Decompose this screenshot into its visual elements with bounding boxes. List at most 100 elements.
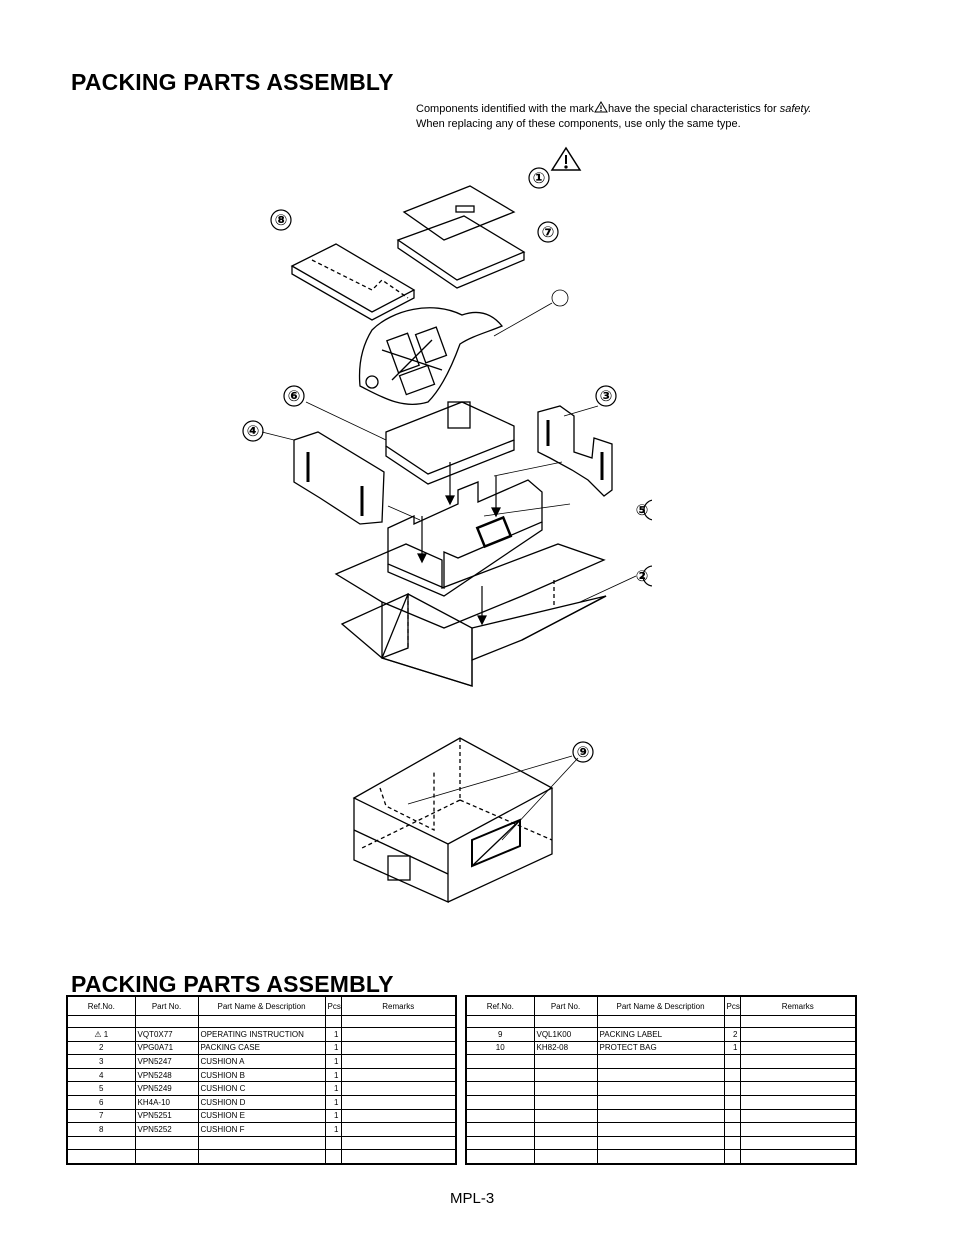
cell-remarks (739, 1027, 856, 1042)
cell-pcs (723, 1149, 740, 1165)
cell-remarks (340, 1027, 456, 1042)
cell-ref: 9 (465, 1027, 534, 1042)
safety-note-text-b: have the special characteristics for (607, 103, 777, 115)
cell-pcs: 1 (324, 1068, 341, 1083)
cell-name: CUSHION B (197, 1068, 325, 1083)
cell-part (533, 1068, 597, 1083)
protect-bag-with-unit (358, 307, 504, 406)
cushion-e (396, 215, 526, 289)
cell-name (596, 1081, 724, 1096)
cell-name: CUSHION C (197, 1081, 325, 1096)
cell-pcs-text: 2 (733, 1029, 738, 1039)
cell-name-text: OPERATING INSTRUCTION (200, 1029, 304, 1039)
table-row (465, 1122, 856, 1137)
cell-ref (465, 1054, 534, 1069)
cell-ref-text: 8 (99, 1124, 104, 1134)
callout-6: ⑥ (288, 387, 301, 405)
cell-ref-text: 6 (99, 1097, 104, 1107)
cell-pcs-text: 1 (334, 1124, 339, 1134)
col-remarks-header: Remarks (739, 996, 856, 1016)
table-row (66, 1149, 456, 1165)
cell-part-text: VQT0X77 (137, 1029, 173, 1039)
table-row (465, 1136, 856, 1151)
callout-circles (242, 167, 652, 763)
col-name-header: Part Name & Description (197, 996, 325, 1016)
cell-ref-text: 7 (99, 1111, 104, 1121)
cell-part: VQL1K00 (533, 1027, 597, 1042)
cell-ref (465, 1081, 534, 1096)
cell-ref (465, 1068, 534, 1083)
cell-remarks (739, 1109, 856, 1124)
callout-4: ④ (247, 422, 260, 440)
assembly-arrows (417, 462, 501, 626)
cell-remarks (739, 1149, 856, 1165)
cell-name: CUSHION D (197, 1095, 325, 1110)
cell-pcs-text: 1 (334, 1043, 339, 1053)
cell-ref-text: 2 (99, 1043, 104, 1053)
cell-name (596, 1095, 724, 1110)
cell-name-text: CUSHION C (200, 1084, 246, 1094)
col-part-header: Part No. (134, 996, 198, 1016)
cell-ref-text: 9 (498, 1029, 503, 1039)
cushion-b (261, 431, 385, 525)
cell-ref: 6 (66, 1095, 135, 1110)
cell-part-text: KH82-08 (536, 1043, 569, 1053)
cell-ref: 7 (66, 1109, 135, 1124)
cell-remarks (739, 1122, 856, 1137)
cell-part (533, 1095, 597, 1110)
cell-pcs: 1 (324, 1027, 341, 1042)
cell-remarks (340, 1054, 456, 1069)
cell-pcs-text: 1 (733, 1043, 738, 1053)
cell-ref-text: 10 (495, 1043, 505, 1053)
cell-ref: 10 (465, 1041, 534, 1056)
table-row (465, 1068, 856, 1083)
cushion-a (537, 405, 613, 497)
parts-list-title: PACKING PARTS ASSEMBLY (71, 971, 394, 997)
empty-cell (324, 1015, 341, 1028)
cell-part (533, 1149, 597, 1165)
cell-name (596, 1136, 724, 1151)
callout-7: ⑦ (542, 223, 555, 241)
warning-triangle-icon (594, 101, 608, 113)
cell-ref-text: 5 (99, 1084, 104, 1094)
cell-name (596, 1122, 724, 1137)
cell-name (596, 1068, 724, 1083)
table-row (465, 1054, 856, 1069)
cell-remarks (340, 1095, 456, 1110)
cell-name-text: CUSHION F (200, 1124, 245, 1134)
safety-note-text-line2: When replacing any of these components, … (416, 118, 741, 130)
cell-part: VQT0X77 (134, 1027, 198, 1042)
cell-remarks (739, 1095, 856, 1110)
cell-part: VPN5247 (134, 1054, 198, 1069)
cell-ref: 8 (66, 1122, 135, 1137)
cell-pcs: 1 (324, 1095, 341, 1110)
cell-part-text: VQL1K00 (536, 1029, 572, 1039)
cell-part (533, 1136, 597, 1151)
cell-part (533, 1081, 597, 1096)
cushion-d (305, 401, 515, 485)
cell-name (596, 1109, 724, 1124)
parts-table-left: Ref.No. Part No. Part Name & Description… (66, 995, 457, 1165)
cell-name (596, 1054, 724, 1069)
cell-pcs: 1 (324, 1081, 341, 1096)
cell-remarks (739, 1136, 856, 1151)
cell-pcs (324, 1136, 341, 1151)
table-spacer-row (66, 1015, 456, 1028)
cell-remarks (340, 1122, 456, 1137)
cell-ref (465, 1136, 534, 1151)
col-ref-header: Ref.No. (465, 996, 534, 1016)
cell-name: CUSHION E (197, 1109, 325, 1124)
col-ref-header: Ref.No. (66, 996, 135, 1016)
col-name-header: Part Name & Description (596, 996, 724, 1016)
cell-name: PACKING CASE (197, 1041, 325, 1056)
cell-name (596, 1149, 724, 1165)
cell-part (533, 1122, 597, 1137)
cell-ref: 5 (66, 1081, 135, 1096)
table-header-row: Ref.No. Part No. Part Name & Description… (465, 996, 856, 1016)
callout-5: ⑤ (636, 501, 649, 519)
cell-ref-text: 4 (99, 1070, 104, 1080)
cell-pcs (723, 1122, 740, 1137)
empty-cell (465, 1015, 534, 1028)
